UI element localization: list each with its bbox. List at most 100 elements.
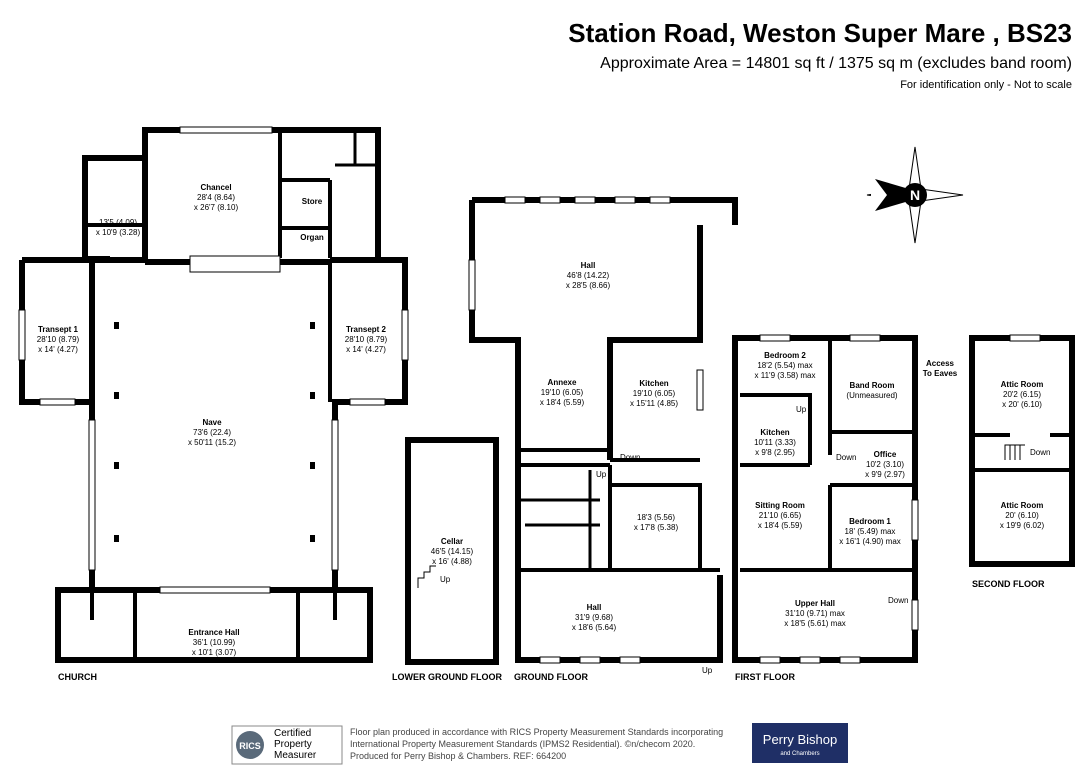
entrance-hall-dim-2: x 10'1 (3.07) xyxy=(192,648,237,657)
annexe-name: Annexe xyxy=(548,378,577,387)
second-floor-plan xyxy=(969,335,1075,567)
gf-room-dim-2: x 17'8 (5.38) xyxy=(634,523,679,532)
bedroom1-dim-1: 18' (5.49) max xyxy=(845,527,896,536)
brand-sub: and Chambers xyxy=(780,751,819,757)
first-floor-windows xyxy=(759,334,919,664)
attic1-dim-2: x 20' (6.10) xyxy=(1002,400,1042,409)
rics-badge: RICS Certified Property Measurer xyxy=(231,725,343,765)
gf-kitchen-dim-2: x 15'11 (4.85) xyxy=(630,399,678,408)
gf-kitchen-name: Kitchen xyxy=(639,379,668,388)
attic2-name: Attic Room xyxy=(1001,501,1044,510)
transept1-name: Transept 1 xyxy=(38,325,79,334)
sitting-room-dim-1: 21'10 (6.65) xyxy=(759,511,802,520)
transept2-dim-1: 28'10 (8.79) xyxy=(345,335,388,344)
footer-line-1: Floor plan produced in accordance with R… xyxy=(350,727,723,737)
floor-label-ground: GROUND FLOOR xyxy=(514,672,588,682)
gf-kitchen-dim-1: 19'10 (6.05) xyxy=(633,389,676,398)
lower-ground-plan xyxy=(405,437,499,665)
access-eaves-label-2: To Eaves xyxy=(923,369,958,378)
bedroom2-name: Bedroom 2 xyxy=(764,351,806,360)
gf-up-label: Up xyxy=(596,470,607,479)
ground-floor-plan xyxy=(469,197,738,663)
floor-label-first: FIRST FLOOR xyxy=(735,672,795,682)
entrance-hall-name: Entrance Hall xyxy=(188,628,239,637)
sitting-room-name: Sitting Room xyxy=(755,501,805,510)
bedroom1-dim-2: x 16'1 (4.90) max xyxy=(839,537,901,546)
floor-label-church: CHURCH xyxy=(58,672,97,682)
rics-cert-2: Property xyxy=(274,739,312,750)
attic1-name: Attic Room xyxy=(1001,380,1044,389)
cellar-up-label: Up xyxy=(440,575,451,584)
organ-name: Organ xyxy=(300,233,324,242)
band-room-note: (Unmeasured) xyxy=(846,391,897,400)
vestry-dim-1: 13'5 (4.09) xyxy=(99,218,137,227)
sf-down-label: Down xyxy=(1030,448,1050,457)
chancel-name: Chancel xyxy=(200,183,231,192)
compass-icon: N xyxy=(866,146,964,244)
compass-label: N xyxy=(910,187,920,203)
church-windows xyxy=(18,126,409,594)
gf-up-label-2: Up xyxy=(702,666,713,675)
chancel-dim-1: 28'4 (8.64) xyxy=(197,193,235,202)
floor-label-lower-ground: LOWER GROUND FLOOR xyxy=(392,672,502,682)
first-floor-plan xyxy=(732,335,918,663)
gf-hall-top-dim-2: x 28'5 (8.66) xyxy=(566,281,611,290)
attic1-dim-1: 20'2 (6.15) xyxy=(1003,390,1041,399)
gf-hall-bottom-dim-1: 31'9 (9.68) xyxy=(575,613,613,622)
nave-name: Nave xyxy=(202,418,222,427)
transept2-name: Transept 2 xyxy=(346,325,387,334)
gf-hall-bottom-dim-2: x 18'6 (5.64) xyxy=(572,623,617,632)
upper-hall-dim-1: 31'10 (9.71) max xyxy=(785,609,845,618)
upper-hall-dim-2: x 18'5 (5.61) max xyxy=(784,619,846,628)
ff-down-label-2: Down xyxy=(888,596,908,605)
gf-room-dim-1: 18'3 (5.56) xyxy=(637,513,675,522)
footer-line-3: Produced for Perry Bishop & Chambers. RE… xyxy=(350,751,566,761)
disclaimer: For identification only - Not to scale xyxy=(900,79,1072,91)
ff-kitchen-dim-1: 10'11 (3.33) xyxy=(754,438,796,447)
transept2-dim-2: x 14' (4.27) xyxy=(346,345,386,354)
gf-hall-top-dim-1: 46'8 (14.22) xyxy=(567,271,610,280)
annexe-dim-2: x 18'4 (5.59) xyxy=(540,398,585,407)
bedroom1-name: Bedroom 1 xyxy=(849,517,891,526)
office-dim-2: x 9'9 (2.97) xyxy=(865,470,905,479)
floor-label-second: SECOND FLOOR xyxy=(972,579,1045,589)
page-title: Station Road, Weston Super Mare , BS23 xyxy=(568,18,1072,48)
gf-hall-top-name: Hall xyxy=(581,261,596,270)
band-room-name: Band Room xyxy=(850,381,895,390)
attic2-dim-1: 20' (6.10) xyxy=(1005,511,1039,520)
office-name: Office xyxy=(874,450,897,459)
nave-pillars xyxy=(114,322,315,542)
vestry-dim-2: x 10'9 (3.28) xyxy=(96,228,141,237)
sitting-room-dim-2: x 18'4 (5.59) xyxy=(758,521,803,530)
rics-cert-1: Certified xyxy=(274,728,311,739)
brand-name: Perry Bishop xyxy=(763,732,837,747)
area-summary: Approximate Area = 14801 sq ft / 1375 sq… xyxy=(600,55,1072,72)
bedroom2-dim-1: 18'2 (5.54) max xyxy=(757,361,812,370)
transept1-dim-2: x 14' (4.27) xyxy=(38,345,78,354)
gf-down-label: Down xyxy=(620,453,640,462)
nave-dim-2: x 50'11 (15.2) xyxy=(188,438,236,447)
brand-logo: Perry Bishop and Chambers xyxy=(752,723,848,763)
store-name: Store xyxy=(302,197,323,206)
annexe-dim-1: 19'10 (6.05) xyxy=(541,388,584,397)
access-eaves-label: Access xyxy=(926,359,955,368)
cellar-dim-1: 46'5 (14.15) xyxy=(431,547,474,556)
cellar-dim-2: x 16' (4.88) xyxy=(432,557,472,566)
nave-dim-1: 73'6 (22.4) xyxy=(193,428,231,437)
office-dim-1: 10'2 (3.10) xyxy=(866,460,904,469)
second-floor-stairs-icon xyxy=(1004,444,1025,460)
ff-kitchen-name: Kitchen xyxy=(760,428,789,437)
footer-line-2: International Property Measurement Stand… xyxy=(350,739,695,749)
cellar-stairs-icon xyxy=(417,565,436,588)
rics-cert-3: Measurer xyxy=(274,750,317,761)
second-floor-windows xyxy=(1009,334,1041,342)
transept1-dim-1: 28'10 (8.79) xyxy=(37,335,80,344)
cellar-name: Cellar xyxy=(441,537,463,546)
upper-hall-name: Upper Hall xyxy=(795,599,835,608)
gf-hall-bottom-name: Hall xyxy=(587,603,602,612)
ff-up-label: Up xyxy=(796,405,807,414)
ground-floor-windows xyxy=(468,196,704,664)
attic2-dim-2: x 19'9 (6.02) xyxy=(1000,521,1045,530)
rics-logo: RICS xyxy=(239,741,261,751)
